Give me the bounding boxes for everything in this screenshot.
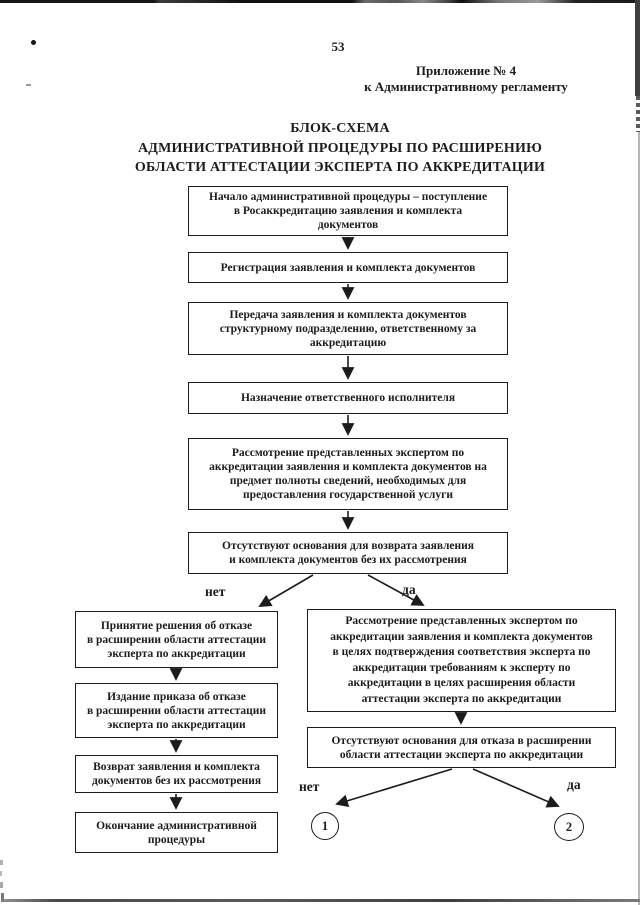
scan-artifact-mark [0, 871, 2, 876]
flow-box-start: Начало административной процедуры – пост… [188, 186, 508, 236]
scan-edge-top [0, 0, 640, 3]
flow-box-line: аккредитации требованиям к эксперту по [352, 661, 571, 674]
connector-circle-2: 2 [554, 813, 584, 841]
branch-label-yes: да [567, 777, 581, 792]
flow-box-line: Регистрация заявления и комплекта докуме… [220, 261, 476, 274]
flow-box-line: в целях подтверждения соответствия экспе… [332, 646, 591, 658]
arrow-decision2-yes-to-circle2 [472, 768, 560, 808]
flow-box-line: Рассмотрение представленных экспертом по [345, 615, 578, 627]
scan-artifact-mark [1, 893, 4, 902]
flow-box-line: структурному подразделению, ответственно… [219, 322, 477, 335]
branch-label-no: нет [205, 584, 226, 599]
flow-box-line: в расширении области аттестации [86, 704, 267, 717]
flow-box-line: эксперта по аккредитации [107, 718, 246, 731]
flow-box-line: Отсутствуют основания для возврата заявл… [222, 540, 474, 552]
document-title: БЛОК-СХЕМА АДМИНИСТРАТИВНОЙ ПРОЦЕДУРЫ ПО… [38, 119, 640, 178]
flow-box-line: Издание приказа об отказе [107, 690, 246, 703]
flow-box-line: Принятие решения об отказе [100, 619, 253, 632]
flow-box-register: Регистрация заявления и комплекта докуме… [188, 252, 508, 283]
arrow-decision2-no-to-circle1 [335, 768, 453, 807]
scan-artifact-dot [31, 40, 36, 45]
scan-edge-right-thin [638, 132, 640, 905]
flow-box-review-conformity: Рассмотрение представленных экспертом по… [307, 609, 616, 712]
title-line: ОБЛАСТИ АТТЕСТАЦИИ ЭКСПЕРТА ПО АККРЕДИТА… [134, 160, 546, 175]
scan-edge-right-broken [636, 96, 640, 132]
flow-box-line: в Росаккредитацию заявления и комплекта [233, 205, 463, 217]
flow-box-review-completeness: Рассмотрение представленных экспертом по… [188, 438, 508, 510]
flow-box-line: Назначение ответственного исполнителя [240, 392, 456, 404]
flow-box-line: Окончание административной [96, 819, 257, 832]
flow-box-line: аккредитации заявления и комплекта докум… [209, 461, 487, 473]
flow-box-refusal-order: Издание приказа об отказе в расширении о… [75, 683, 278, 738]
connector-circle-1: 1 [311, 812, 339, 840]
flow-box-decision-return: Отсутствуют основания для возврата заявл… [188, 532, 508, 574]
flow-box-line: в расширении области аттестации [86, 633, 267, 646]
arrow-decision-no-left [258, 574, 314, 607]
flow-box-line: аккредитации заявления и комплекта докум… [330, 630, 593, 643]
flow-box-line: предоставления государственной услуги [243, 489, 453, 501]
flow-box-return-documents: Возврат заявления и комплекта документов… [75, 755, 278, 793]
flow-box-line: Начало административной процедуры – пост… [208, 191, 488, 203]
flow-box-transfer: Передача заявления и комплекта документо… [188, 302, 508, 355]
title-line: БЛОК-СХЕМА [290, 121, 390, 136]
flow-box-line: аттестации эксперта по аккредитации [361, 692, 562, 705]
branch-label-yes: да [402, 582, 416, 597]
scan-artifact-mark [0, 860, 3, 865]
flow-box-line: аккредитации в целях расширения области [347, 677, 576, 689]
flow-box-line: документов без их рассмотрения [91, 775, 262, 787]
flow-box-line: и комплекта документов без их рассмотрен… [229, 554, 467, 566]
flow-box-end-procedure: Окончание административной процедуры [75, 812, 278, 853]
scan-artifact-mark [0, 882, 3, 888]
flow-box-line: процедуры [147, 833, 206, 846]
flow-box-line: области аттестации эксперта по аккредита… [339, 748, 584, 761]
flow-box-decision-refusal: Отсутствуют основания для отказа в расши… [307, 727, 616, 768]
annex-line: к Административному регламенту [364, 79, 568, 94]
title-line: АДМИНИСТРАТИВНОЙ ПРОЦЕДУРЫ ПО РАСШИРЕНИЮ [137, 140, 543, 156]
branch-label-no: нет [299, 779, 320, 794]
flow-box-line: Возврат заявления и комплекта [93, 761, 260, 773]
scan-edge-bottom [4, 899, 640, 902]
scan-edge-right [635, 0, 640, 96]
flow-box-line: Рассмотрение представленных экспертом по [231, 447, 465, 459]
flow-box-line: эксперта по аккредитации [107, 647, 246, 660]
flow-box-assign-executor: Назначение ответственного исполнителя [188, 382, 508, 414]
annex-line: Приложение № 4 [415, 63, 517, 78]
annex-reference: Приложение № 4 к Административному регла… [352, 63, 580, 95]
flow-box-line: Передача заявления и комплекта документо… [229, 308, 467, 321]
flow-box-line: Отсутствуют основания для отказа в расши… [331, 734, 592, 747]
scan-artifact-dash [26, 84, 31, 86]
page-number: 53 [331, 39, 345, 54]
flow-box-line: документов [317, 219, 379, 231]
flow-box-line: аккредитацию [309, 336, 387, 349]
flow-box-refusal-decision: Принятие решения об отказе в расширении … [75, 611, 278, 668]
flow-box-line: предмет полноты сведений, необходимых дл… [229, 475, 467, 487]
